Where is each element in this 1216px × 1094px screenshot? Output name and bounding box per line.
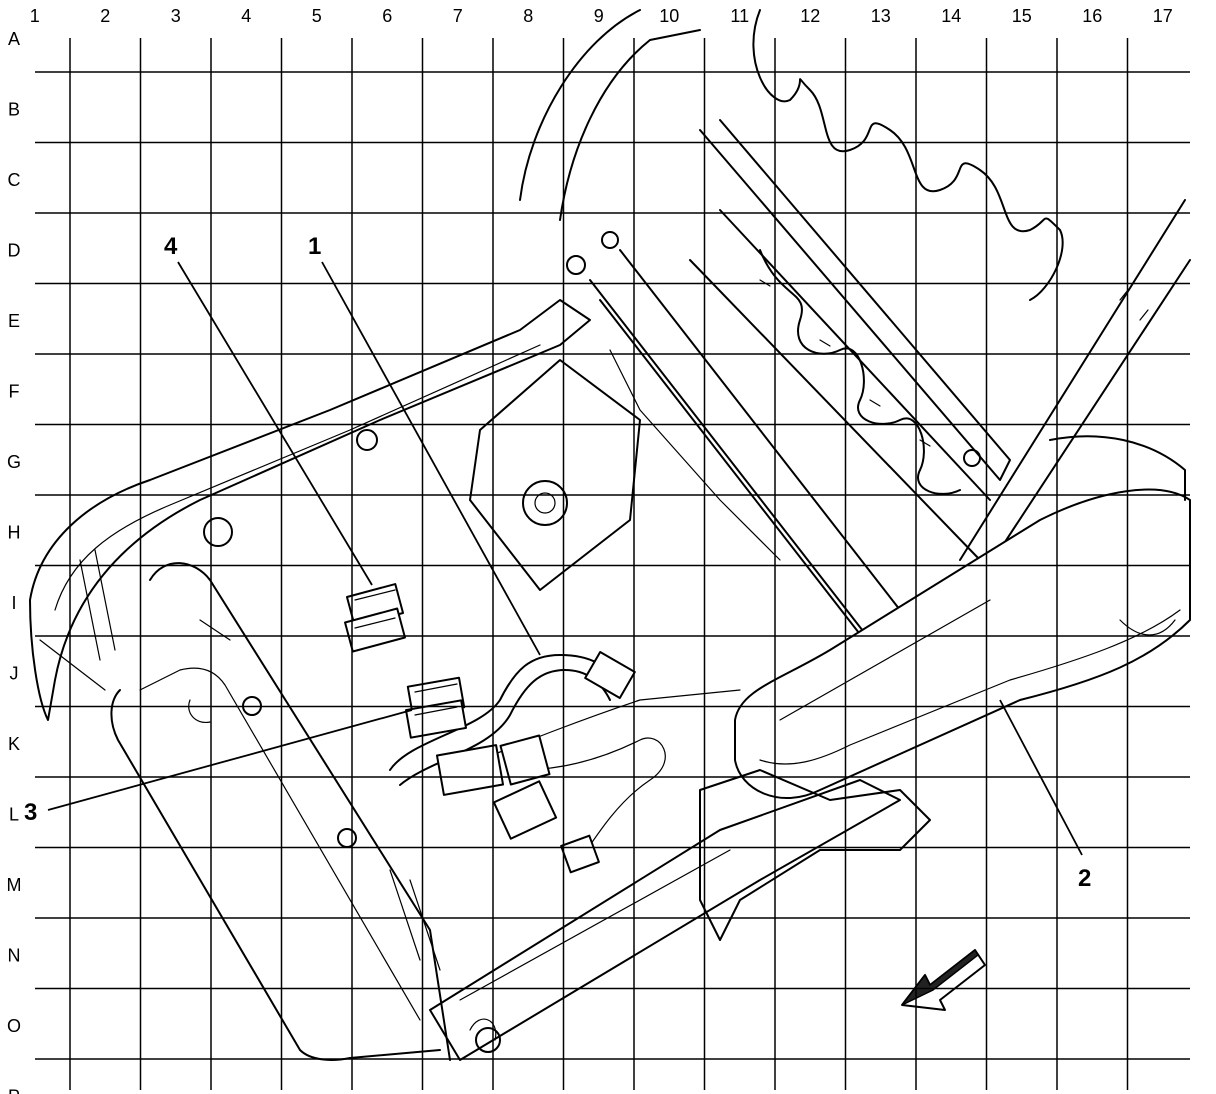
wire-to-front xyxy=(609,349,781,561)
left-rail-ribs xyxy=(39,549,116,691)
seat-back-holes xyxy=(759,279,1149,447)
grid-lines xyxy=(35,38,1190,1090)
column-label: 15 xyxy=(1012,6,1032,26)
leader-2 xyxy=(999,699,1083,856)
leader-1 xyxy=(321,261,541,656)
column-label: 6 xyxy=(382,6,392,26)
row-label: M xyxy=(7,875,22,895)
seat-pan-inner xyxy=(139,667,421,1021)
center-cross-member xyxy=(469,359,641,591)
right-rail-cover xyxy=(734,488,1191,800)
column-label: 11 xyxy=(730,6,749,26)
left-cushion-rail-inner xyxy=(54,344,541,611)
seat-artwork xyxy=(29,9,1191,1061)
row-label: J xyxy=(10,663,19,683)
leader-3 xyxy=(47,709,413,811)
column-label: 17 xyxy=(1153,6,1173,26)
column-label: 14 xyxy=(941,6,961,26)
column-label: 8 xyxy=(523,6,533,26)
callouts: 1 2 3 4 xyxy=(24,233,1091,892)
connector-4 xyxy=(344,583,406,653)
row-label: E xyxy=(8,311,20,331)
front-seat-track xyxy=(429,779,901,1061)
callout-label-3: 3 xyxy=(24,799,37,826)
right-rail-end xyxy=(1049,435,1186,501)
center-bolt-hole xyxy=(522,480,568,526)
front-seat-track-inner xyxy=(459,849,731,1041)
center-bolt-hole-inner xyxy=(534,492,556,514)
column-label: 10 xyxy=(659,6,679,26)
row-label: H xyxy=(8,522,21,542)
column-label: 3 xyxy=(171,6,181,26)
seat-back-rail xyxy=(689,199,1191,581)
column-label: 4 xyxy=(241,6,251,26)
harness-connectors xyxy=(435,651,636,874)
callout-label-1: 1 xyxy=(308,233,321,260)
seat-pan xyxy=(110,689,441,1061)
row-label: I xyxy=(11,593,16,613)
leader-4 xyxy=(177,261,373,586)
callout-leaders xyxy=(47,261,1083,856)
connector-3 xyxy=(404,676,468,739)
column-label: 2 xyxy=(100,6,110,26)
callout-label-2: 2 xyxy=(1078,865,1091,892)
row-label: A xyxy=(8,29,20,49)
column-label: 1 xyxy=(30,6,40,26)
column-label: 16 xyxy=(1082,6,1102,26)
row-label: P xyxy=(8,1086,20,1094)
row-label: L xyxy=(9,804,19,824)
column-label: 7 xyxy=(453,6,463,26)
column-label: 5 xyxy=(312,6,322,26)
row-label: F xyxy=(9,381,20,401)
left-cushion-rail xyxy=(29,299,591,721)
right-rail-ridge xyxy=(1119,619,1176,636)
wiring-harness-branch xyxy=(479,689,741,861)
row-label: O xyxy=(7,1016,21,1036)
front-cross-tube xyxy=(589,249,901,661)
column-label: 12 xyxy=(800,6,820,26)
callout-label-4: 4 xyxy=(164,233,178,260)
column-label: 13 xyxy=(871,6,891,26)
row-labels: A B C D E F G H I J K L M N O P xyxy=(7,29,22,1094)
row-label: C xyxy=(8,170,21,190)
row-label: G xyxy=(7,452,21,472)
row-label: K xyxy=(8,734,20,754)
track-bolt xyxy=(475,1027,501,1053)
seat-spring xyxy=(752,9,1064,495)
seat-back-frame xyxy=(519,9,1011,481)
row-label: B xyxy=(8,99,20,119)
recliner-mechanism xyxy=(699,769,931,941)
seat-pan-left-edge xyxy=(149,562,451,1061)
row-label: N xyxy=(8,945,21,965)
direction-arrow xyxy=(901,948,986,1011)
right-rail-cover-inner xyxy=(759,599,1181,765)
column-label: 9 xyxy=(594,6,604,26)
row-label: D xyxy=(8,240,21,260)
